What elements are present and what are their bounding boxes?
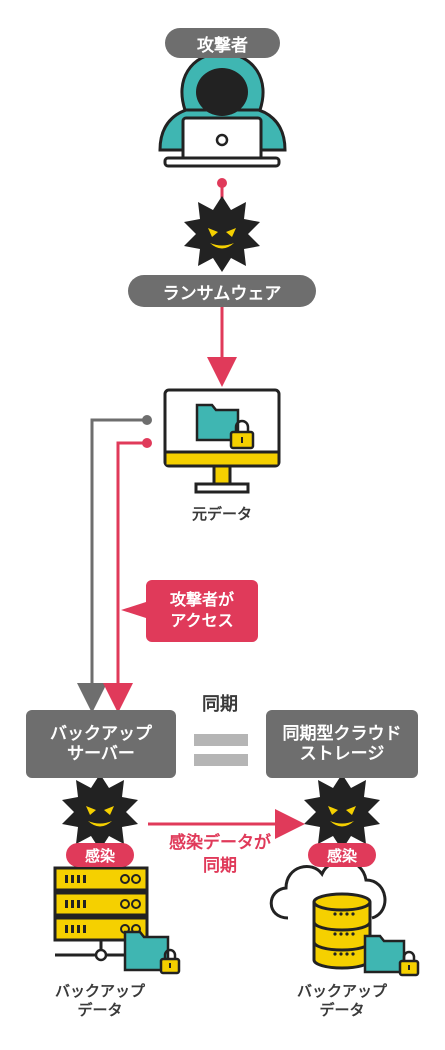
lock-icon — [229, 419, 255, 450]
infected-badge: 感染 — [308, 843, 376, 867]
original-data-label: 元データ — [191, 505, 252, 523]
virus-icon — [62, 774, 138, 850]
connector-dot — [142, 415, 152, 425]
backup-server-box: バックアップ サーバー — [26, 710, 176, 778]
equals-bar-top — [194, 734, 248, 746]
ransomware-label: ランサムウェア — [128, 275, 316, 307]
attacker-icon — [158, 50, 287, 168]
lock-icon — [159, 948, 181, 975]
virus-icon — [304, 774, 380, 850]
lock-icon — [398, 950, 420, 977]
folder-icon — [123, 930, 170, 972]
infected-sync-label: 感染データが 同期 — [169, 833, 271, 876]
callout-pointer — [121, 602, 146, 618]
attacker-label: 攻撃者 — [165, 28, 280, 58]
sync-label: 同期 — [202, 694, 238, 715]
attacker-access-callout: 攻撃者が アクセス — [146, 580, 258, 642]
connector-dot — [217, 178, 227, 188]
arrow-backup-gray — [77, 418, 147, 713]
database-icon — [312, 892, 372, 970]
cloud-storage-box: 同期型クラウド ストレージ — [266, 710, 418, 778]
connector-dot — [142, 438, 152, 448]
infected-badge: 感染 — [66, 843, 134, 867]
arrow-attacker-access — [103, 441, 147, 713]
backup-data-label-right: バックアップ データ — [296, 982, 387, 1019]
folder-icon — [363, 934, 406, 974]
virus-icon — [184, 196, 260, 272]
equals-bar-bottom — [194, 754, 248, 766]
backup-data-label-left: バックアップ データ — [54, 982, 145, 1019]
folder-icon — [195, 403, 240, 442]
